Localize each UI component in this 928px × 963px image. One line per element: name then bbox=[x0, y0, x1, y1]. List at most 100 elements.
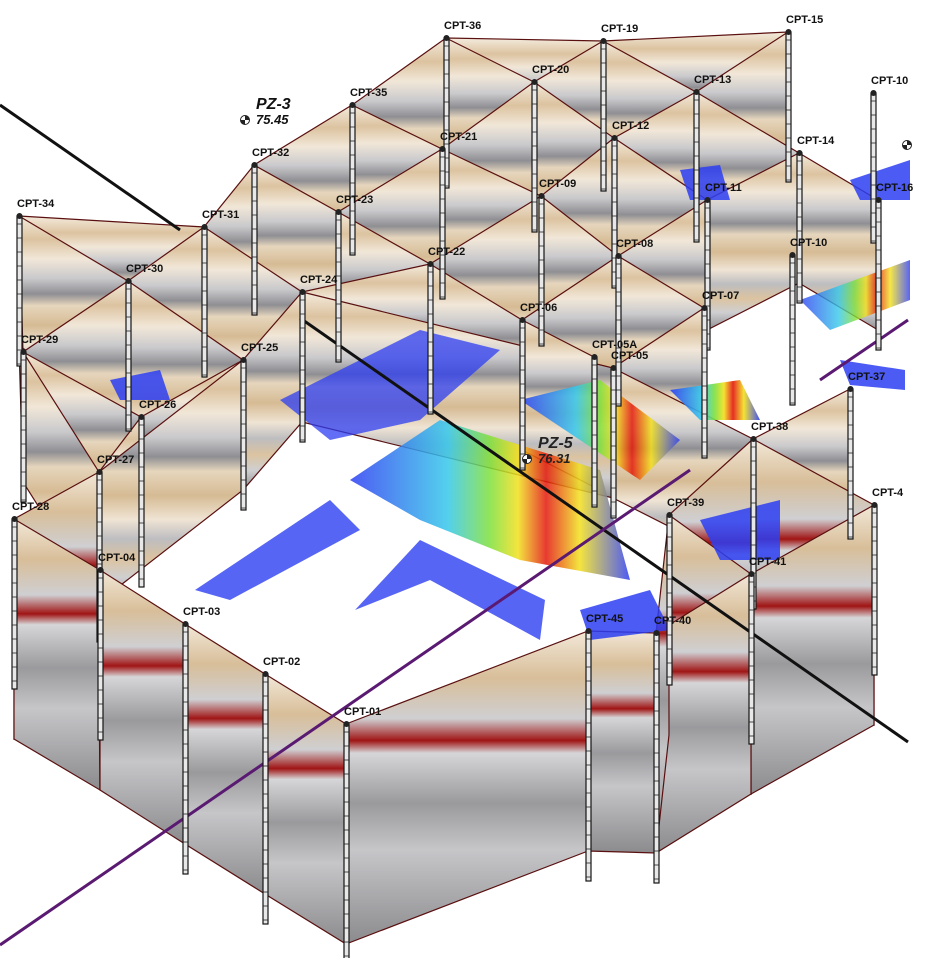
cpt-pole bbox=[538, 195, 545, 347]
cpt-label: CPT-29 bbox=[21, 334, 59, 346]
cpt-label: CPT-28 bbox=[12, 501, 50, 513]
cpt-label: CPT-15 bbox=[786, 14, 824, 26]
cpt-pole bbox=[531, 81, 538, 233]
cpt-pole bbox=[182, 623, 189, 875]
cpt-pole bbox=[201, 226, 208, 378]
piezometer-icon bbox=[240, 115, 250, 125]
contaminant-plume bbox=[350, 420, 630, 580]
contaminant-plume bbox=[195, 500, 360, 600]
cpt-pole bbox=[240, 359, 247, 511]
cpt-pole bbox=[748, 573, 755, 745]
cpt-label: CPT-05A bbox=[592, 339, 638, 351]
cpt-pole bbox=[20, 351, 27, 503]
contaminant-plume bbox=[580, 590, 670, 640]
cpt-label: CPT-10 bbox=[790, 237, 828, 249]
cpt-pole bbox=[262, 673, 269, 925]
contaminant-plume bbox=[850, 160, 910, 200]
cpt-pole bbox=[847, 388, 854, 540]
contaminant-plume bbox=[670, 380, 760, 420]
section-line bbox=[0, 468, 691, 947]
cpt-pole bbox=[11, 518, 18, 690]
cpt-pole bbox=[519, 319, 526, 471]
cpt-pole bbox=[785, 31, 792, 183]
piezometer-icon bbox=[902, 140, 912, 150]
cpt-pole bbox=[343, 723, 350, 963]
contaminant-plume bbox=[800, 260, 910, 330]
cpt-pole bbox=[701, 307, 708, 459]
contaminant-plume bbox=[110, 370, 170, 400]
cpt-label: CPT-22 bbox=[428, 246, 466, 258]
cpt-label: CPT-02 bbox=[263, 656, 301, 668]
cpt-label: CPT-39 bbox=[667, 497, 705, 509]
cpt-label: CPT-03 bbox=[183, 606, 221, 618]
cpt-pole bbox=[427, 263, 434, 415]
cpt-pole bbox=[439, 148, 446, 300]
cpt-label: CPT-12 bbox=[612, 120, 650, 132]
fence-panel bbox=[99, 568, 186, 846]
piezometer-pz3: PZ-3 75.45 bbox=[256, 96, 291, 127]
cpt-label: CPT-34 bbox=[17, 198, 55, 210]
cpt-pole bbox=[251, 164, 258, 316]
cpt-pole bbox=[875, 199, 882, 351]
cpt-pole bbox=[871, 504, 878, 676]
cpt-pole bbox=[693, 91, 700, 243]
cpt-label: CPT-05 bbox=[611, 350, 649, 362]
cpt-label: CPT-23 bbox=[336, 194, 374, 206]
cpt-label: CPT-24 bbox=[300, 274, 338, 286]
cpt-label: CPT-01 bbox=[344, 706, 382, 718]
contaminant-plume bbox=[840, 360, 905, 390]
cpt-label: CPT-09 bbox=[539, 178, 577, 190]
cpt-label: CPT-30 bbox=[126, 263, 164, 275]
cpt-label: CPT-41 bbox=[749, 556, 787, 568]
fence-panel bbox=[345, 630, 589, 945]
cpt-label: CPT-40 bbox=[654, 615, 692, 627]
cpt-pole bbox=[335, 211, 342, 363]
cpt-label: CPT-25 bbox=[241, 342, 279, 354]
contaminant-plume bbox=[680, 165, 730, 200]
piezometer-pz5: PZ-5 76.31 bbox=[538, 435, 573, 466]
section-line bbox=[0, 103, 181, 232]
contaminant-plume bbox=[280, 330, 500, 440]
contaminant-plume bbox=[700, 500, 780, 560]
cpt-pole bbox=[610, 367, 617, 519]
cpt-pole bbox=[653, 632, 660, 884]
cpt-pole bbox=[591, 356, 598, 508]
cpt-label: CPT-19 bbox=[601, 23, 639, 35]
cpt-label: CPT-31 bbox=[202, 209, 240, 221]
section-line bbox=[819, 318, 909, 382]
cpt-pole bbox=[299, 291, 306, 443]
cpt-label: CPT-36 bbox=[444, 20, 482, 32]
cpt-label: CPT-10 bbox=[871, 75, 909, 87]
cpt-label: CPT-14 bbox=[797, 135, 835, 147]
cpt-pole bbox=[585, 630, 592, 882]
cpt-pole bbox=[349, 104, 356, 256]
cpt-label: CPT-07 bbox=[702, 290, 740, 302]
cpt-label: CPT-13 bbox=[694, 74, 732, 86]
cpt-label: CPT-35 bbox=[350, 87, 388, 99]
cpt-label: CPT-06 bbox=[520, 302, 558, 314]
piezometer-icon bbox=[522, 454, 532, 464]
cpt-pole bbox=[615, 255, 622, 407]
cpt-label: CPT-32 bbox=[252, 147, 290, 159]
fence-panel bbox=[587, 630, 657, 854]
cpt-label: CPT-38 bbox=[751, 421, 789, 433]
cpt-label: CPT-16 bbox=[876, 182, 914, 194]
cpt-label: CPT-08 bbox=[616, 238, 654, 250]
cpt-pole bbox=[600, 40, 607, 192]
cpt-pole bbox=[125, 280, 132, 432]
fence-panel bbox=[184, 622, 266, 896]
cpt-label: CPT-27 bbox=[97, 454, 135, 466]
cpt-pole bbox=[796, 152, 803, 304]
cpt-pole bbox=[870, 92, 877, 244]
contaminant-plume bbox=[520, 380, 680, 480]
cpt-label: CPT-4 bbox=[872, 487, 904, 499]
cpt-pole bbox=[666, 514, 673, 686]
cpt-label: CPT-11 bbox=[705, 182, 742, 194]
cpt-pole bbox=[789, 254, 796, 406]
cpt-label: CPT-20 bbox=[532, 64, 570, 76]
cpt-pole bbox=[138, 416, 145, 588]
cpt-label: CPT-45 bbox=[586, 613, 624, 625]
cpt-pole bbox=[97, 569, 104, 741]
